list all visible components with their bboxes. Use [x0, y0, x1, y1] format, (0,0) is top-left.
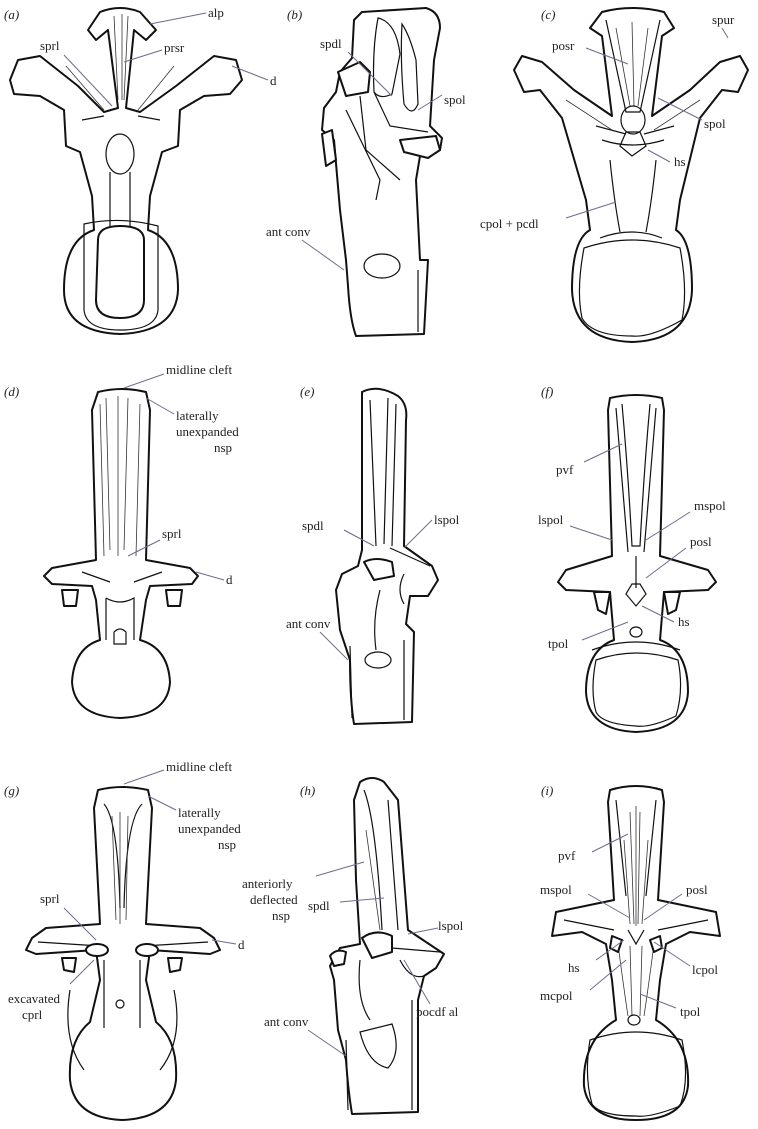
panel-e-letter: (e) — [300, 384, 314, 399]
label-cpol-pcdl: cpol + pcdl — [480, 216, 539, 231]
label-mspol-f: mspol — [694, 498, 726, 513]
panel-d-labels: midline cleft laterally unexpanded nsp s… — [123, 362, 239, 587]
panel-a: (a) alp sprl prsr d — [4, 5, 277, 335]
label-lspol-e: lspol — [434, 512, 460, 527]
label-pvf-f: pvf — [556, 462, 574, 477]
panel-g-labels: midline cleft laterally unexpanded nsp s… — [8, 759, 245, 1022]
label-laterally-d: laterally — [176, 408, 219, 423]
label-d-d: d — [226, 572, 233, 587]
panel-h-letter: (h) — [300, 783, 315, 798]
label-lspol-h: lspol — [438, 918, 464, 933]
label-laterally-g: laterally — [178, 805, 221, 820]
panel-b-labels: spdl spol ant conv — [266, 36, 466, 271]
panel-a-labels: alp sprl prsr d — [40, 5, 277, 107]
panel-d: (d) midline cleft laterally unexpanded n… — [4, 362, 239, 719]
label-nsp-d: nsp — [214, 440, 232, 455]
label-cprl-g: cprl — [22, 1007, 43, 1022]
panel-d-letter: (d) — [4, 384, 19, 399]
panel-f: (f) pvf mspol lspol posl hs tpol — [538, 384, 726, 733]
panel-g: (g) midline cleft laterally unexpanded n… — [4, 759, 245, 1121]
label-midline-cleft-g: midline cleft — [166, 759, 232, 774]
label-midline-cleft-d: midline cleft — [166, 362, 232, 377]
panel-g-letter: (g) — [4, 783, 19, 798]
label-spdl: spdl — [320, 36, 342, 51]
panel-i-labels: pvf mspol posl hs lcpol mcpol tpol — [540, 833, 718, 1019]
panel-e-labels: spdl lspol ant conv — [286, 512, 460, 661]
label-lspol-f: lspol — [538, 512, 564, 527]
label-spdl-h: spdl — [308, 898, 330, 913]
panel-h-vertebra — [329, 777, 445, 1115]
label-ant-conv: ant conv — [266, 224, 311, 239]
label-nsp-h: nsp — [272, 908, 290, 923]
panel-i-vertebra — [551, 785, 721, 1121]
label-hs-i: hs — [568, 960, 580, 975]
label-sprl: sprl — [40, 38, 60, 53]
label-spur: spur — [712, 12, 735, 27]
panel-a-letter: (a) — [4, 7, 19, 22]
label-mspol-i: mspol — [540, 882, 572, 897]
label-prsr: prsr — [164, 40, 185, 55]
panel-i-letter: (i) — [541, 783, 553, 798]
panel-g-vertebra — [25, 786, 221, 1121]
panel-h: (h) anteriorly deflected nsp spdl lspol … — [242, 777, 464, 1115]
label-nsp-g: nsp — [218, 837, 236, 852]
label-anteriorly-h: anteriorly — [242, 876, 293, 891]
panel-b-letter: (b) — [287, 7, 302, 22]
label-hs-f: hs — [678, 614, 690, 629]
panel-e-vertebra — [335, 387, 439, 725]
panel-d-vertebra — [43, 388, 199, 719]
panel-f-letter: (f) — [541, 384, 553, 399]
panel-b: (b) spdl spol ant conv — [266, 7, 466, 337]
label-excavated-g: excavated — [8, 991, 60, 1006]
label-mcpol-i: mcpol — [540, 988, 573, 1003]
label-ant-conv-h: ant conv — [264, 1014, 309, 1029]
label-unexpanded-d: unexpanded — [176, 424, 239, 439]
label-alp: alp — [208, 5, 224, 20]
label-d-g: d — [238, 937, 245, 952]
label-spol: spol — [444, 92, 466, 107]
panel-c: (c) spur posr spol hs cpol + pcdl — [480, 7, 749, 343]
label-deflected-h: deflected — [250, 892, 298, 907]
panel-e: (e) spdl lspol ant conv — [286, 384, 460, 725]
panel-b-vertebra — [321, 7, 443, 337]
panel-c-letter: (c) — [541, 7, 555, 22]
panel-i: (i) pvf mspol posl hs lcpol mcpol — [540, 783, 721, 1121]
label-unexpanded-g: unexpanded — [178, 821, 241, 836]
panel-h-labels: anteriorly deflected nsp spdl lspol pocd… — [242, 861, 464, 1057]
label-posr: posr — [552, 38, 575, 53]
label-pocdf-al-h: pocdf al — [416, 1004, 459, 1019]
panel-f-vertebra — [557, 394, 717, 733]
panel-f-labels: pvf mspol lspol posl hs tpol — [538, 443, 726, 651]
panel-c-vertebra — [513, 7, 749, 343]
label-pvf-i: pvf — [558, 848, 576, 863]
panel-c-labels: spur posr spol hs cpol + pcdl — [480, 12, 735, 231]
label-lcpol-i: lcpol — [692, 962, 718, 977]
label-tpol-i: tpol — [680, 1004, 701, 1019]
label-spol-c: spol — [704, 116, 726, 131]
label-ant-conv-e: ant conv — [286, 616, 331, 631]
label-posl-i: posl — [686, 882, 708, 897]
label-sprl-d: sprl — [162, 526, 182, 541]
label-hs-c: hs — [674, 154, 686, 169]
label-tpol-f: tpol — [548, 636, 569, 651]
label-posl-f: posl — [690, 534, 712, 549]
label-spdl-e: spdl — [302, 518, 324, 533]
panel-a-vertebra — [9, 7, 243, 335]
label-d: d — [270, 73, 277, 88]
label-sprl-g: sprl — [40, 891, 60, 906]
